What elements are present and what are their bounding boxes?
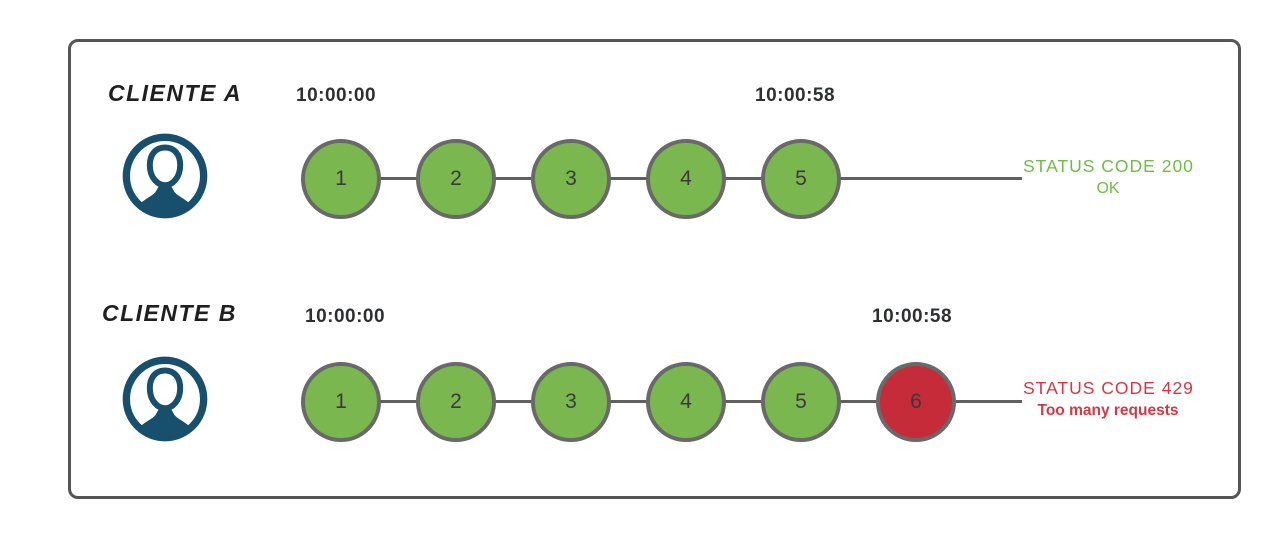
- request-number: 3: [565, 390, 577, 413]
- row-b-end-time: 10:00:58: [872, 306, 953, 327]
- request-number: 4: [680, 390, 692, 413]
- request-number: 3: [565, 167, 577, 190]
- client-a-user-icon: [122, 133, 208, 219]
- request-node: 2: [416, 139, 496, 219]
- request-number: 6: [910, 390, 922, 413]
- request-number: 2: [450, 167, 462, 190]
- request-number: 5: [795, 167, 807, 190]
- client-b-user-icon: [122, 356, 208, 442]
- request-number: 1: [335, 390, 347, 413]
- row-a-end-time: 10:00:58: [755, 85, 836, 106]
- request-node: 4: [646, 139, 726, 219]
- row-a-start-time: 10:00:00: [296, 85, 377, 106]
- status-message-text: OK: [1096, 179, 1120, 197]
- row-b-status: STATUS CODE 429 Too many requests: [1023, 378, 1193, 420]
- status-message-text: Too many requests: [1037, 401, 1179, 419]
- request-node: 3: [531, 139, 611, 219]
- row-a-status: STATUS CODE 200 OK: [1023, 156, 1193, 199]
- request-node: 2: [416, 362, 496, 442]
- row-b-start-time: 10:00:00: [305, 306, 386, 327]
- client-b-label: CLIENTE B: [102, 300, 237, 326]
- request-node: 5: [761, 362, 841, 442]
- request-number: 5: [795, 390, 807, 413]
- client-a-label: CLIENTE A: [108, 80, 243, 106]
- request-node: 1: [301, 139, 381, 219]
- request-node: 3: [531, 362, 611, 442]
- request-node: 4: [646, 362, 726, 442]
- status-code-text: STATUS CODE 200: [1023, 156, 1194, 176]
- request-number: 2: [450, 390, 462, 413]
- request-node: 5: [761, 139, 841, 219]
- request-number: 1: [335, 167, 347, 190]
- request-node-blocked: 6: [876, 362, 956, 442]
- diagram-frame: [68, 39, 1241, 499]
- request-node: 1: [301, 362, 381, 442]
- status-code-text: STATUS CODE 429: [1023, 378, 1194, 398]
- request-number: 4: [680, 167, 692, 190]
